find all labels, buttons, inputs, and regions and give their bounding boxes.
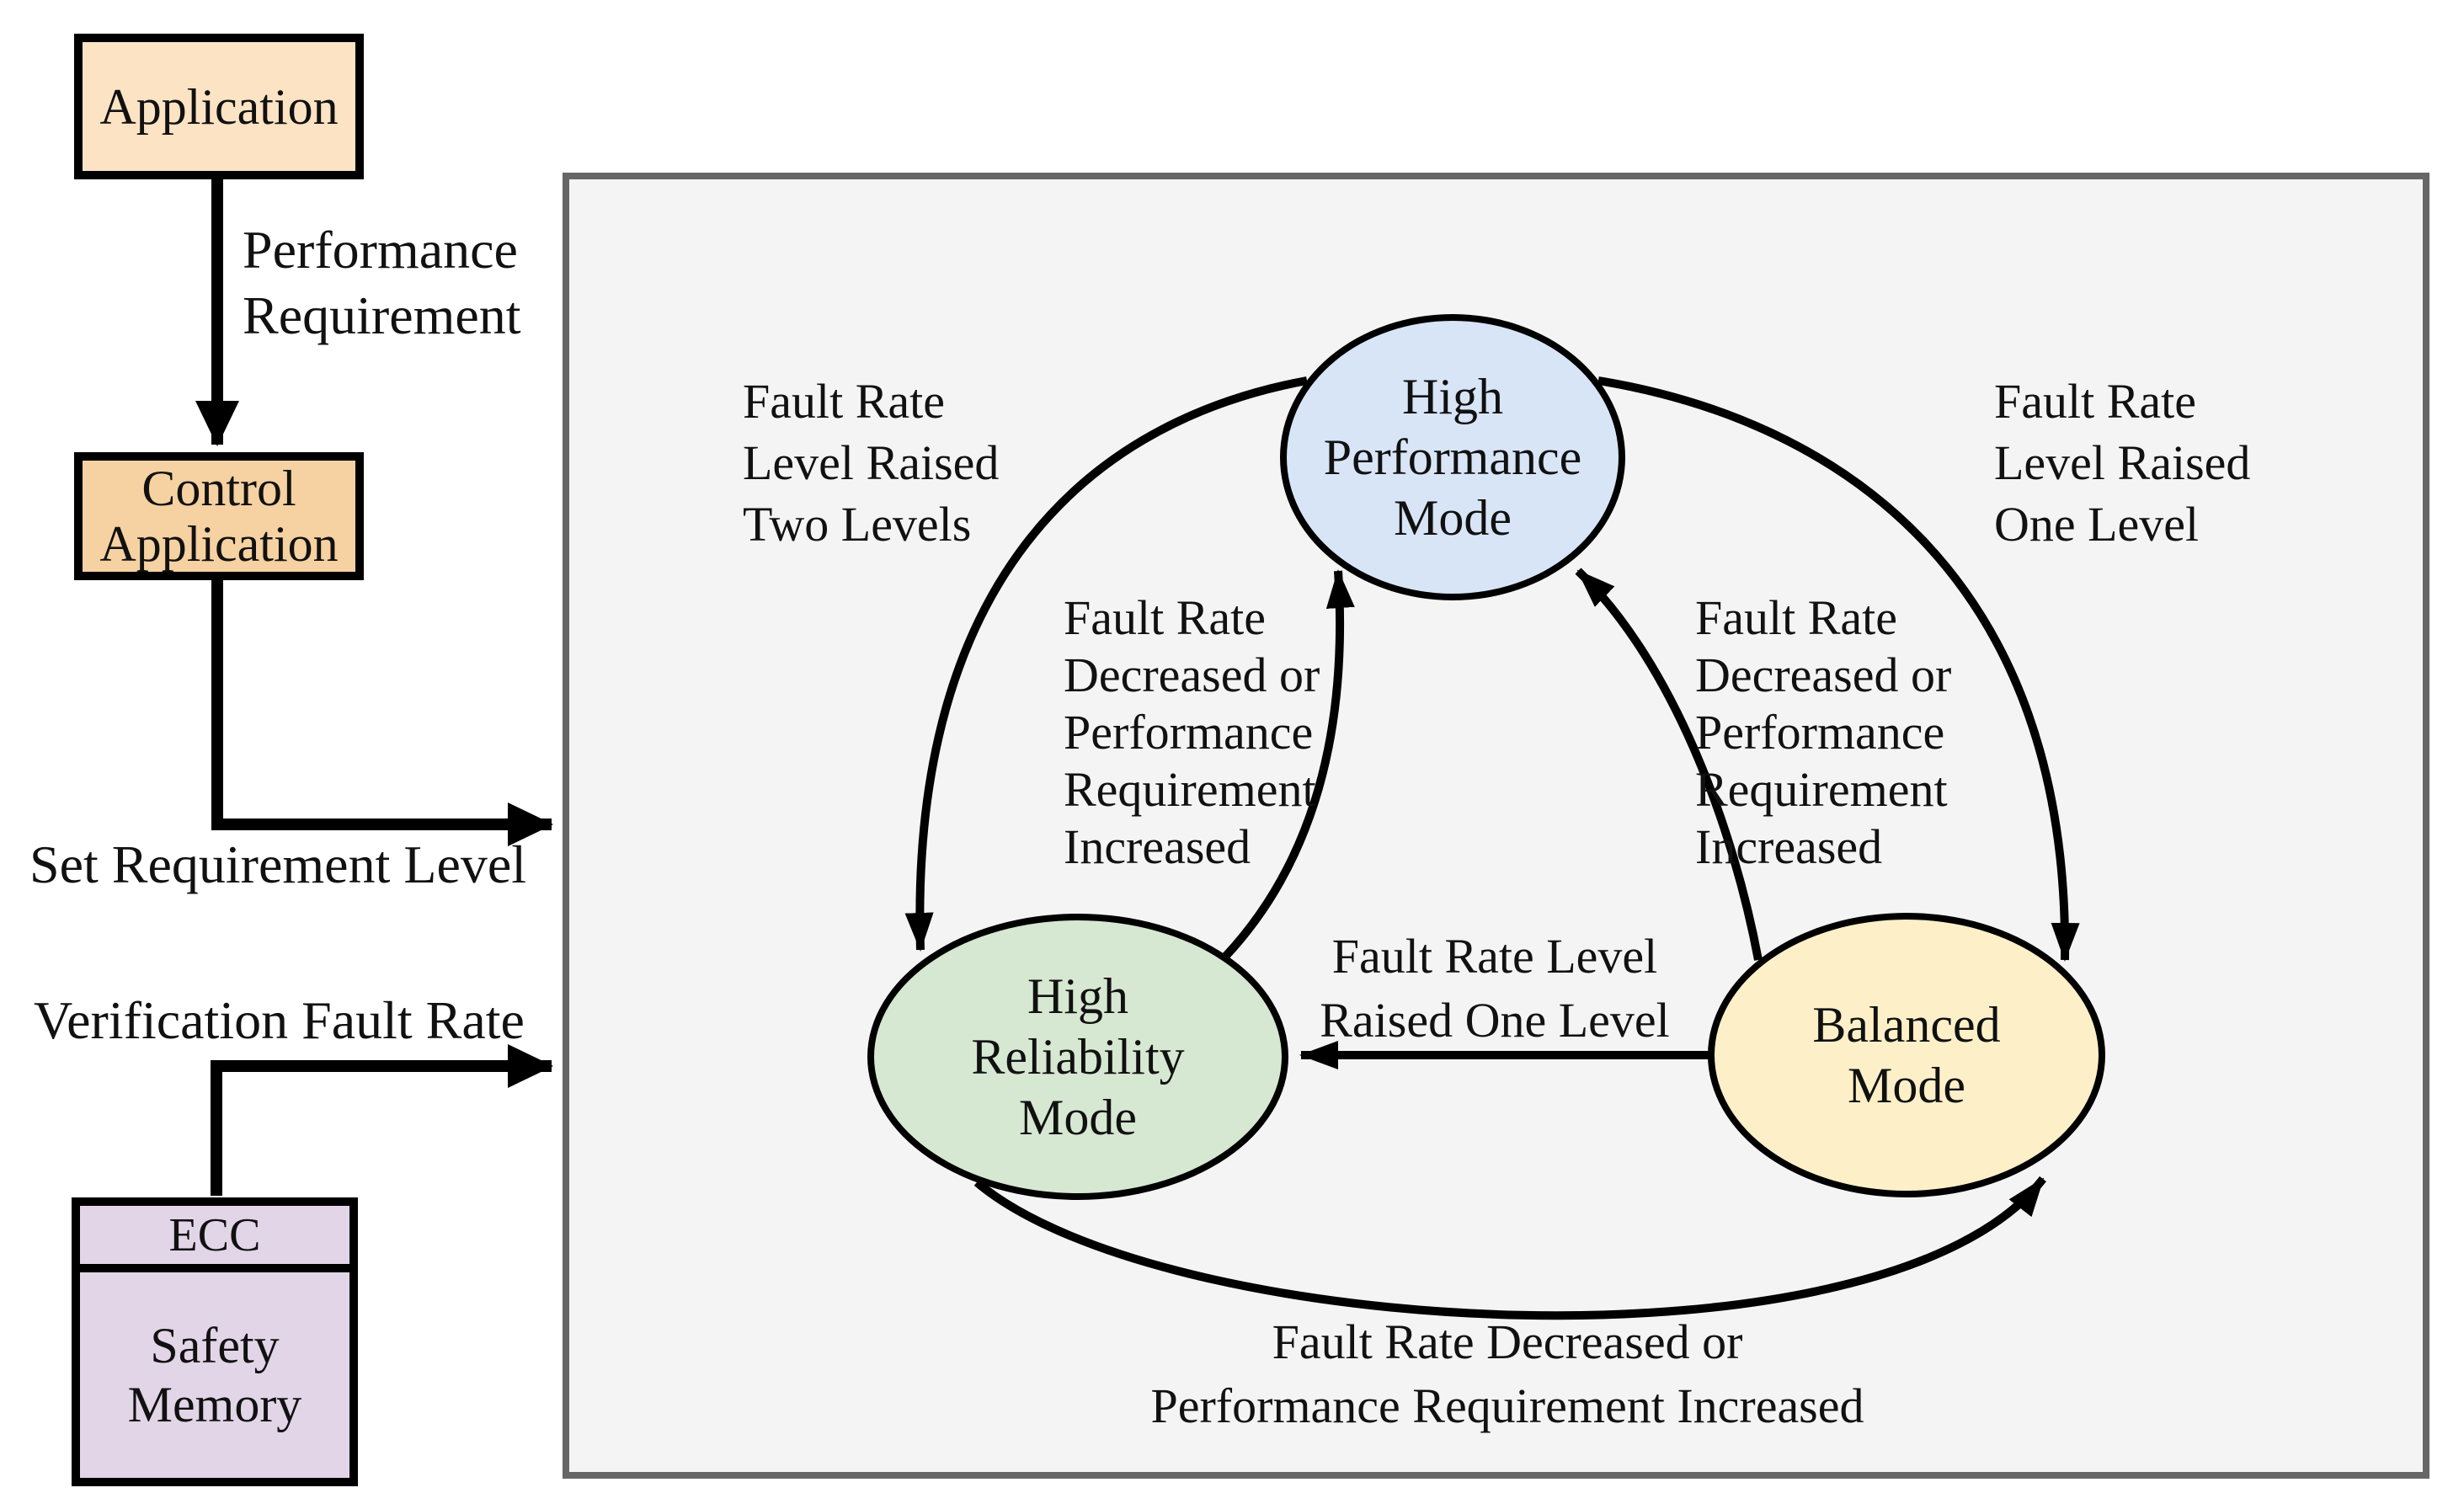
application-label: Application (99, 78, 339, 135)
label-line: Level Raised (743, 435, 1000, 490)
label-raised-two-levels: Fault Rate Level Raised Two Levels (743, 371, 999, 555)
safety-memory-box: ECC Safety Memory (72, 1197, 358, 1486)
control-application-label-line: Control (141, 461, 296, 516)
label-line: Fault Rate (743, 374, 946, 429)
edge-set-requirement-level (211, 579, 553, 846)
label-line: Performance Requirement Increased (1150, 1378, 1864, 1433)
ecc-compartment: ECC (80, 1206, 349, 1272)
label-line: Performance (1064, 705, 1314, 760)
label-line: Decreased or (1695, 648, 1952, 702)
label-line: Level Raised (1994, 435, 2251, 490)
label-raised-one-level: Fault Rate Level Raised One Level (1994, 371, 2250, 555)
set-requirement-level-label: Set Requirement Level (29, 834, 527, 894)
label-line: Requirement (1695, 762, 1948, 817)
application-box: Application (74, 34, 364, 179)
label-line: Two Levels (743, 497, 972, 552)
verification-fault-rate-label: Verification Fault Rate (34, 990, 525, 1050)
label-decreased-or-increased-left: Fault Rate Decreased or Performance Requ… (1064, 589, 1320, 876)
label-line: Fault Rate (1994, 374, 2197, 429)
control-application-box: Control Application (74, 452, 364, 580)
label-line: Increased (1064, 819, 1251, 874)
state-high-reliability-mode: High Reliability Mode (867, 914, 1288, 1200)
label-line: Increased (1695, 819, 1883, 874)
label-line: Fault Rate (1695, 590, 1898, 645)
state-high-performance-mode: High Performance Mode (1280, 314, 1625, 600)
label-line: Requirement (1064, 762, 1316, 817)
state-label-line: High (1402, 369, 1503, 424)
state-label-line: Reliability (971, 1029, 1185, 1085)
state-label-line: Mode (1848, 1058, 1965, 1113)
label-line: Decreased or (1064, 648, 1320, 702)
label-line: Fault Rate Decreased or (1272, 1314, 1743, 1369)
safety-memory-label-line: Safety (150, 1318, 280, 1373)
label-line: One Level (1994, 497, 2200, 552)
label-decreased-or-increased-bottom: Fault Rate Decreased or Performance Requ… (1128, 1310, 1886, 1438)
performance-requirement-label: Performance Requirement (243, 217, 521, 349)
label-line: Fault Rate (1064, 590, 1267, 645)
state-label-line: Performance (1323, 429, 1582, 485)
safety-memory-label-line: Memory (127, 1377, 302, 1432)
label-line: Performance (243, 220, 518, 280)
label-decreased-or-increased-right: Fault Rate Decreased or Performance Requ… (1695, 589, 1951, 876)
label-line: Requirement (243, 285, 521, 345)
label-raised-one-level-mid: Fault Rate Level Raised One Level (1309, 925, 1680, 1053)
edge-verification-fault-rate (211, 1044, 553, 1196)
safety-memory-compartment: Safety Memory (80, 1272, 349, 1478)
state-balanced-mode: Balanced Mode (1708, 913, 2105, 1197)
state-label-line: High (1027, 968, 1128, 1024)
control-application-label-line: Application (99, 516, 339, 572)
state-label-line: Mode (1019, 1090, 1137, 1145)
state-label-line: Mode (1394, 490, 1512, 546)
state-label-line: Balanced (1812, 997, 2001, 1053)
label-line: Raised One Level (1320, 993, 1670, 1048)
label-line: Performance (1695, 705, 1945, 760)
ecc-label: ECC (168, 1208, 261, 1261)
label-line: Fault Rate Level (1331, 929, 1658, 984)
